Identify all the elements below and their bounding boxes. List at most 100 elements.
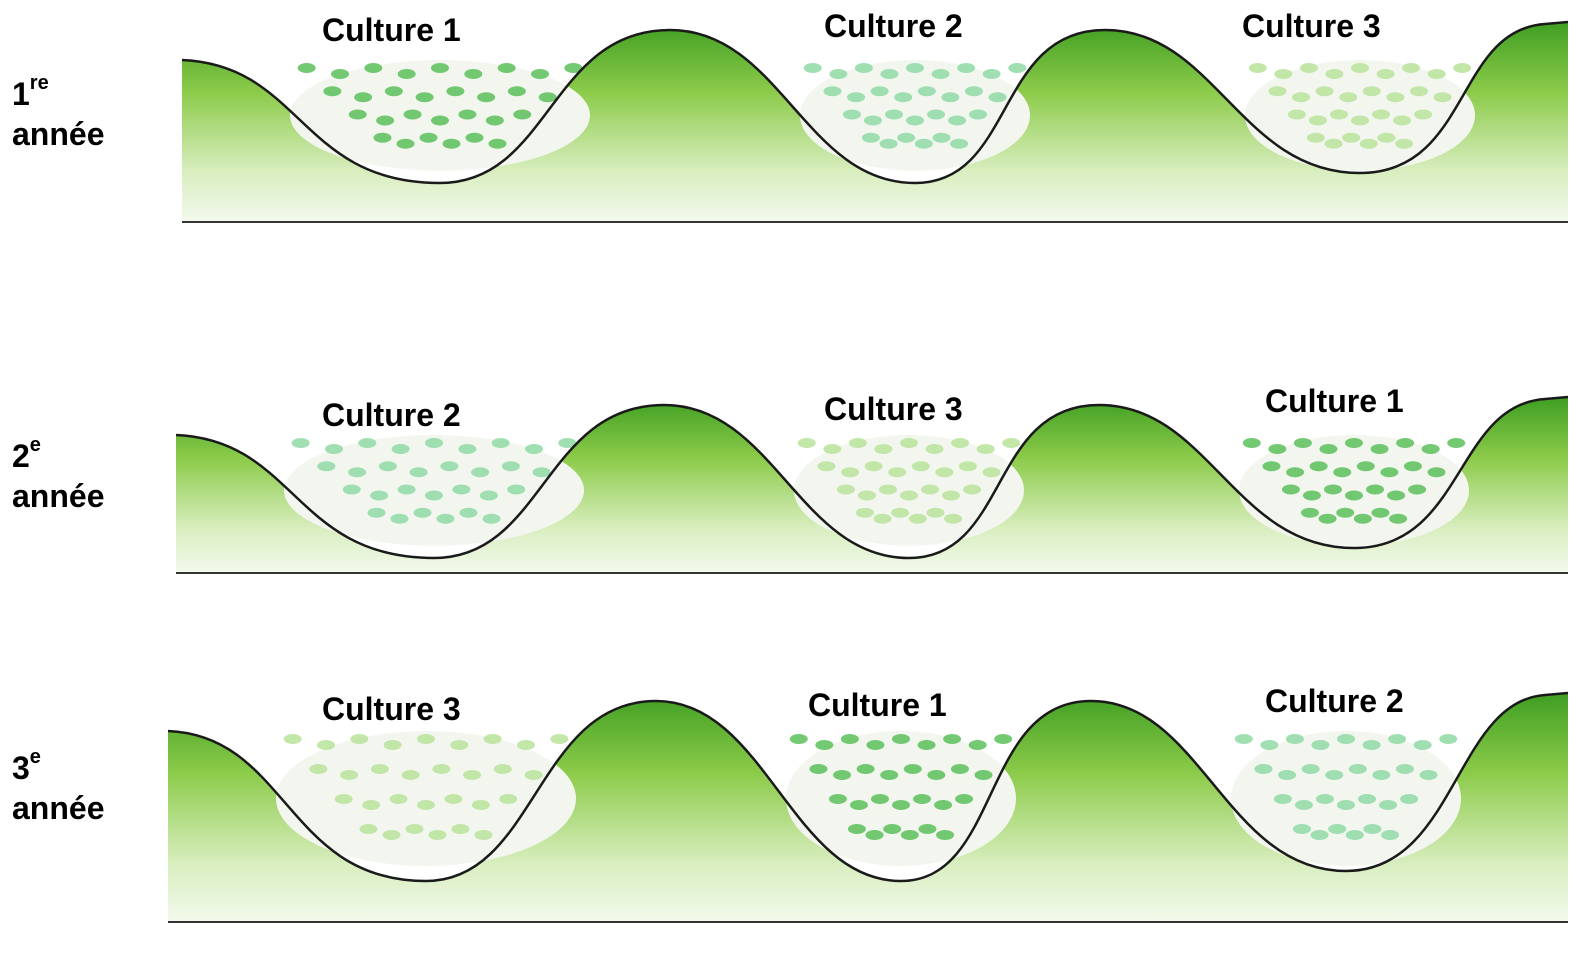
plant-mark: [484, 734, 502, 744]
plant-mark: [1371, 444, 1389, 454]
plant-mark: [533, 467, 551, 477]
plant-mark: [1319, 444, 1337, 454]
plant-mark: [847, 92, 865, 102]
plant-mark: [901, 830, 919, 840]
plant-mark: [429, 830, 447, 840]
plant-mark: [927, 770, 945, 780]
plant-mark: [927, 110, 945, 120]
plant-mark: [452, 485, 470, 495]
plant-mark: [1414, 740, 1432, 750]
plant-mark: [1363, 86, 1381, 96]
plant-mark: [343, 485, 361, 495]
plant-mark: [915, 139, 933, 149]
plant-mark: [458, 444, 476, 454]
plant-mark: [1380, 467, 1398, 477]
plant-mark: [446, 86, 464, 96]
plant-mark: [292, 438, 310, 448]
plant-mark: [950, 139, 968, 149]
plant-mark: [1262, 461, 1280, 471]
plant-mark: [379, 461, 397, 471]
plant-mark: [397, 139, 415, 149]
plant-mark: [331, 69, 349, 79]
plant-mark: [951, 764, 969, 774]
plant-mark: [817, 461, 835, 471]
plant-mark: [848, 824, 866, 834]
plant-mark: [1453, 63, 1471, 73]
plant-mark: [1377, 69, 1395, 79]
plant-mark: [809, 764, 827, 774]
plant-mark: [1316, 794, 1334, 804]
plant-mark: [1404, 461, 1422, 471]
plant-mark: [1366, 485, 1384, 495]
plant-mark: [1346, 830, 1364, 840]
plant-mark: [841, 734, 859, 744]
plant-mark: [499, 794, 517, 804]
plant-mark: [969, 740, 987, 750]
row-panel-2: Culture 2 Culture 3 Culture 1: [0, 355, 1585, 615]
plant-mark: [857, 764, 875, 774]
plant-mark: [1358, 794, 1376, 804]
plant-mark: [1286, 734, 1304, 744]
culture-label: Culture 1: [808, 687, 947, 724]
plant-mark: [431, 116, 449, 126]
culture-label: Culture 3: [322, 691, 461, 728]
plant-mark: [829, 794, 847, 804]
plant-mark: [1422, 444, 1440, 454]
culture-label: Culture 1: [322, 12, 461, 49]
plant-mark: [531, 69, 549, 79]
plant-mark: [1363, 740, 1381, 750]
plant-mark: [798, 438, 816, 448]
plant-mark: [815, 740, 833, 750]
plant-mark: [1402, 63, 1420, 73]
plant-mark: [1274, 794, 1292, 804]
plant-mark: [1351, 116, 1369, 126]
plant-mark: [317, 461, 335, 471]
plant-mark: [402, 770, 420, 780]
plant-mark: [323, 86, 341, 96]
plant-mark: [383, 830, 401, 840]
plant-mark: [849, 438, 867, 448]
plant-mark: [475, 830, 493, 840]
plant-mark: [918, 740, 936, 750]
plant-mark: [472, 800, 490, 810]
plant-mark: [466, 133, 484, 143]
plant-mark: [340, 770, 358, 780]
plant-mark: [1325, 139, 1343, 149]
plant-mark: [350, 734, 368, 744]
crop-bed: [786, 731, 1016, 866]
plant-mark: [932, 69, 950, 79]
plant-mark: [1428, 467, 1446, 477]
plant-mark: [1295, 800, 1313, 810]
plant-mark: [862, 133, 880, 143]
plant-mark: [804, 63, 822, 73]
plant-mark: [955, 794, 973, 804]
plant-mark: [1330, 110, 1348, 120]
plant-mark: [892, 734, 910, 744]
plant-mark: [957, 63, 975, 73]
plant-mark: [1345, 491, 1363, 501]
plant-mark: [354, 92, 372, 102]
plant-mark: [864, 116, 882, 126]
plant-mark: [406, 824, 424, 834]
plant-mark: [1292, 92, 1310, 102]
plant-mark: [444, 794, 462, 804]
plant-mark: [1372, 110, 1390, 120]
plant-mark: [431, 63, 449, 73]
plant-mark: [1288, 110, 1306, 120]
culture-label: Culture 2: [1265, 683, 1404, 720]
plant-mark: [1268, 444, 1286, 454]
plant-mark: [983, 467, 1001, 477]
plant-mark: [335, 794, 353, 804]
plant-mark: [414, 508, 432, 518]
plant-mark: [1311, 830, 1329, 840]
plant-mark: [349, 110, 367, 120]
plant-mark: [1310, 461, 1328, 471]
plant-mark: [880, 770, 898, 780]
plant-mark: [1294, 438, 1312, 448]
plant-mark: [417, 800, 435, 810]
plant-mark: [417, 734, 435, 744]
plant-mark: [1395, 139, 1413, 149]
plant-mark: [888, 467, 906, 477]
plant-mark: [1388, 734, 1406, 744]
plant-mark: [416, 92, 434, 102]
